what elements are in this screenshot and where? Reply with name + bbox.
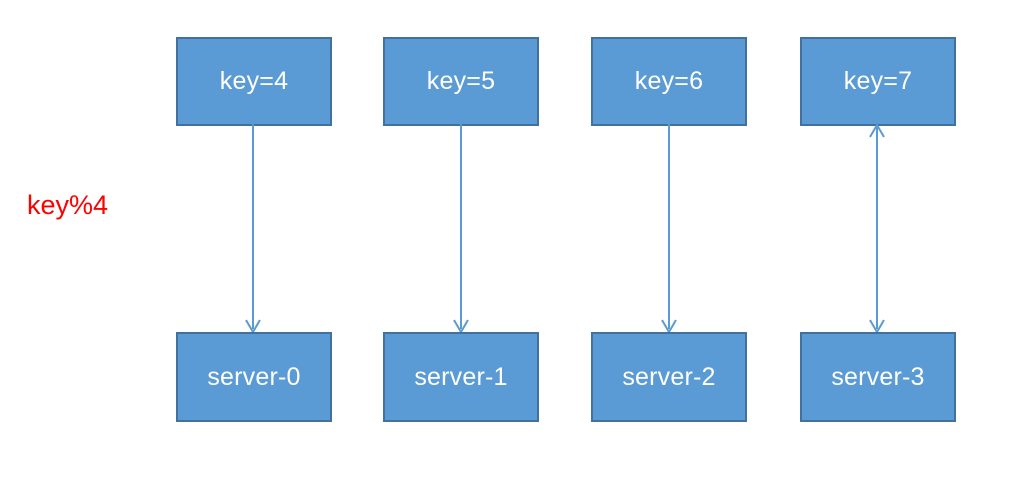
connector-arrow-2 — [661, 120, 677, 334]
server-node-3-label: server-3 — [831, 362, 925, 391]
key-node-3[interactable]: key=7 — [800, 37, 956, 126]
key-node-1[interactable]: key=5 — [383, 37, 539, 126]
server-node-1[interactable]: server-1 — [383, 332, 539, 422]
server-node-1-label: server-1 — [414, 362, 508, 391]
connector-arrow-1 — [453, 120, 469, 334]
connector-arrow-0 — [245, 120, 261, 334]
key-node-2[interactable]: key=6 — [591, 37, 747, 126]
server-node-2-label: server-2 — [622, 362, 716, 391]
server-node-3[interactable]: server-3 — [800, 332, 956, 422]
server-node-0-label: server-0 — [207, 362, 301, 391]
hash-formula-label: key%4 — [27, 190, 109, 220]
connector-arrow-3 — [869, 123, 885, 334]
key-node-0[interactable]: key=4 — [176, 37, 332, 126]
key-node-0-label: key=4 — [219, 67, 289, 95]
key-node-3-label: key=7 — [843, 67, 913, 95]
key-node-1-label: key=5 — [426, 67, 496, 95]
server-node-0[interactable]: server-0 — [176, 332, 332, 422]
key-node-2-label: key=6 — [634, 67, 704, 95]
server-node-2[interactable]: server-2 — [591, 332, 747, 422]
